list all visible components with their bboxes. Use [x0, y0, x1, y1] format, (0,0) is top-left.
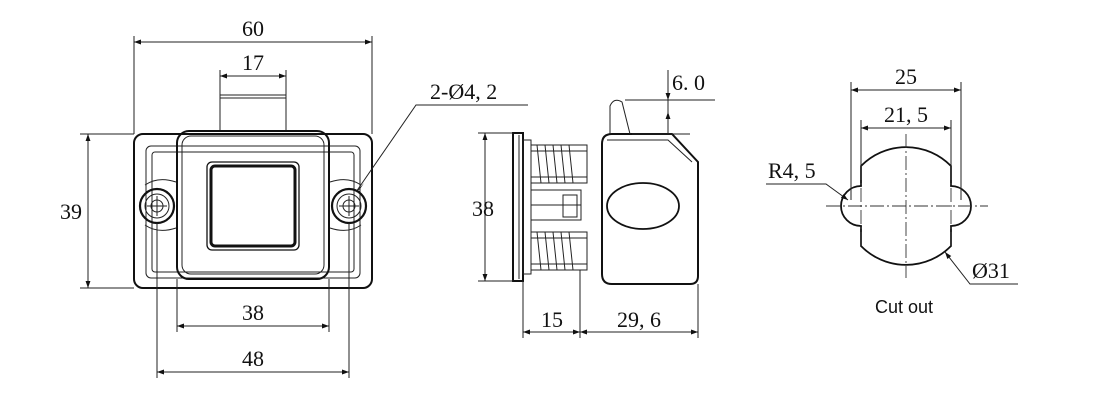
- front-view: 60 17 39 38 48: [60, 16, 528, 378]
- dim-6-label: 6. 0: [672, 70, 705, 95]
- dim-cutout-flats: 21, 5: [860, 102, 952, 166]
- dim-60-label: 60: [242, 16, 264, 41]
- side-front-plate: [512, 132, 524, 282]
- dim-cutout-width: 25: [850, 64, 962, 200]
- push-button: [206, 161, 300, 251]
- radius-label: R4, 5: [768, 158, 816, 183]
- lower-spring: [530, 231, 588, 271]
- dim-inner-width: 38: [176, 279, 330, 332]
- dim-15-label: 15: [541, 307, 563, 332]
- dim-29-6-label: 29, 6: [617, 307, 661, 332]
- dim-body-depth: 29, 6: [580, 284, 699, 338]
- side-bracket: [522, 139, 532, 275]
- left-ear-outline: [144, 179, 177, 231]
- side-body: [601, 133, 699, 285]
- dim-38-side-label: 38: [472, 196, 494, 221]
- dim-48-label: 48: [242, 346, 264, 371]
- dim-17-label: 17: [242, 50, 264, 75]
- right-mount-hole: [330, 187, 368, 225]
- front-body: [176, 130, 330, 280]
- front-flange-outer: [133, 133, 373, 289]
- center-plunger: [530, 189, 582, 221]
- dim-25-label: 25: [895, 64, 917, 89]
- dim-39-label: 39: [60, 199, 82, 224]
- cutout-caption: Cut out: [875, 297, 933, 317]
- side-top-nub: [609, 99, 631, 135]
- diameter-label: Ø31: [972, 258, 1010, 283]
- dim-overall-width: 60: [133, 16, 373, 134]
- cutout-view: 25 21, 5 R4, 5 Ø31 Cut out: [766, 64, 1018, 317]
- hole-callout: 2-Ø4, 2: [355, 79, 528, 193]
- radius-callout: R4, 5: [766, 158, 849, 201]
- front-top-tab: [219, 94, 287, 132]
- front-body-inner: [181, 135, 325, 275]
- front-flange-inner-2: [151, 151, 355, 273]
- dim-38-front-label: 38: [242, 300, 264, 325]
- hole-callout-label: 2-Ø4, 2: [430, 79, 497, 104]
- dim-top-tab: 17: [219, 50, 287, 95]
- dim-protrusion: 6. 0: [625, 70, 715, 135]
- upper-spring: [530, 144, 588, 184]
- dim-base-depth: 15: [522, 270, 581, 338]
- dim-height: 39: [60, 133, 134, 289]
- dim-hole-spacing: 48: [156, 223, 350, 378]
- diameter-callout: Ø31: [944, 251, 1018, 285]
- dim-plate-height: 38: [472, 132, 513, 282]
- side-oval-button: [606, 182, 680, 230]
- side-body-inner-edge: [607, 139, 693, 163]
- right-ear-outline: [329, 179, 362, 231]
- push-button-face: [209, 164, 297, 248]
- left-mount-hole: [138, 187, 176, 225]
- side-view: 38 6. 0 15 29, 6: [472, 70, 715, 338]
- dim-21-5-label: 21, 5: [884, 102, 928, 127]
